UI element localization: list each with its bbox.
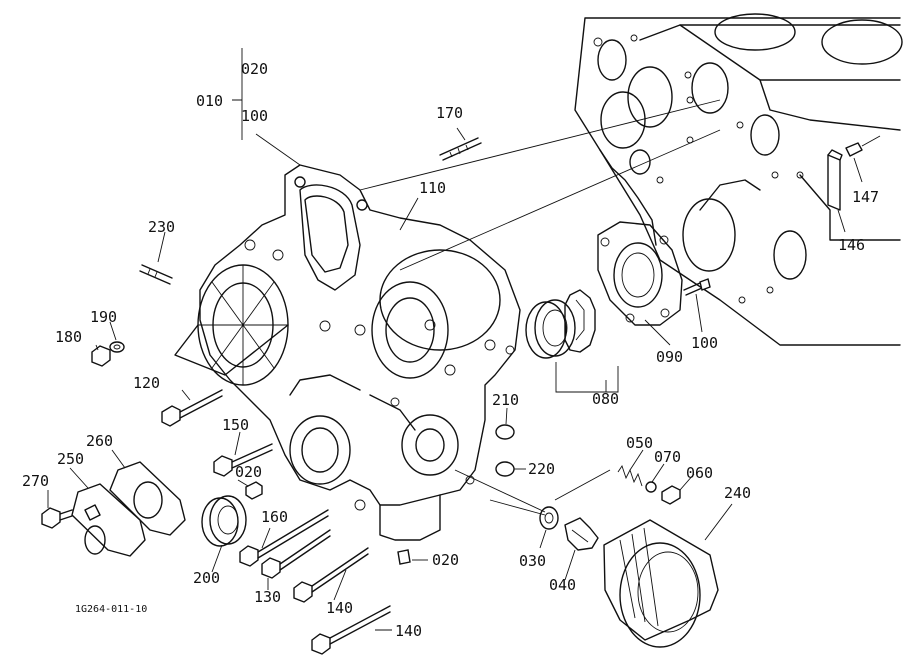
callout-040: 040: [549, 576, 576, 594]
callout-090: 090: [656, 348, 683, 366]
cover-250: [71, 483, 146, 557]
callout-140-b: 140: [395, 622, 422, 640]
relief-plug-060: [661, 485, 681, 505]
callout-190: 190: [90, 308, 117, 326]
callout-210: 210: [492, 391, 519, 409]
callout-100-right: 100: [691, 334, 718, 352]
drawing-reference: 1G264-011-10: [75, 604, 147, 615]
callout-020-mid: 020: [235, 463, 262, 481]
bolt-150: [213, 443, 273, 477]
callout-120: 120: [133, 374, 160, 392]
callout-170: 170: [436, 104, 463, 122]
callout-010: 010: [196, 92, 223, 110]
relief-ball-070: [645, 481, 657, 493]
callout-260: 260: [86, 432, 113, 450]
callout-030: 030: [519, 552, 546, 570]
callout-140-a: 140: [326, 599, 353, 617]
bolt-147: [845, 135, 881, 157]
oil-seal-200: [201, 495, 247, 547]
callout-200: 200: [193, 569, 220, 587]
o-ring-210: [495, 424, 515, 440]
callout-110: 110: [419, 179, 446, 197]
relief-spring-050: [617, 464, 643, 487]
callout-labels: 020 010 100 170 110 230 190 180 120 150 …: [22, 60, 879, 640]
oil-pump-cover-090: [597, 221, 683, 326]
bolt-130: [261, 529, 331, 579]
stud-230: [139, 264, 173, 285]
engine-block: [574, 13, 903, 346]
callout-240: 240: [724, 484, 751, 502]
callout-050: 050: [626, 434, 653, 452]
callout-180: 180: [55, 328, 82, 346]
callout-leaders: [47, 48, 863, 631]
timing-cover-plate: [174, 264, 289, 386]
callout-146: 146: [838, 236, 865, 254]
oil-filter-240: [603, 519, 719, 648]
washer-030: [539, 506, 559, 530]
bolt-120: [161, 389, 223, 427]
callout-100-top: 100: [241, 107, 268, 125]
plug-020-bottom: [397, 549, 411, 565]
bolt-270: [41, 507, 73, 529]
callout-147: 147: [852, 188, 879, 206]
bolt-140-upper: [293, 547, 369, 603]
callout-130: 130: [254, 588, 281, 606]
callout-020-top: 020: [241, 60, 268, 78]
screw-100-right: [683, 278, 711, 296]
nut-180: [91, 345, 111, 367]
callout-020-bottom: 020: [432, 551, 459, 569]
callout-230: 230: [148, 218, 175, 236]
gasket-260: [109, 461, 186, 536]
callout-070: 070: [654, 448, 681, 466]
callout-220: 220: [528, 460, 555, 478]
stud-170: [439, 137, 482, 161]
dowel-pin-146: [827, 149, 843, 211]
oil-pump-rotor-080: [525, 289, 596, 359]
callout-160: 160: [261, 508, 288, 526]
callout-080: 080: [592, 390, 619, 408]
callout-060: 060: [686, 464, 713, 482]
callout-150: 150: [222, 416, 249, 434]
o-ring-220: [495, 461, 515, 477]
washer-190: [109, 341, 125, 353]
bolt-020-mid: [245, 481, 263, 500]
oil-switch-040: [564, 517, 599, 551]
callout-270: 270: [22, 472, 49, 490]
bolt-160: [239, 509, 329, 567]
bolt-140-lower: [311, 605, 391, 655]
gear-case-110: [199, 164, 521, 541]
callout-250: 250: [57, 450, 84, 468]
